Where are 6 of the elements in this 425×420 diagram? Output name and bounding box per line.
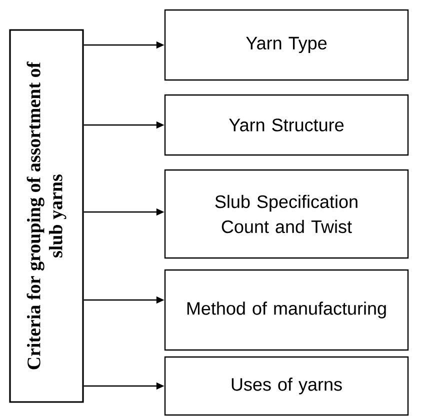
criterion-box: Yarn Structure xyxy=(164,94,409,156)
criterion-box: Method of manufacturing xyxy=(164,269,409,351)
criterion-box: Yarn Type xyxy=(164,9,409,81)
criterion-box: Slub Specification Count and Twist xyxy=(164,169,409,259)
criteria-box: Criteria for grouping of assortment of slub yarns xyxy=(9,29,84,403)
criterion-box: Uses of yarns xyxy=(164,356,409,416)
